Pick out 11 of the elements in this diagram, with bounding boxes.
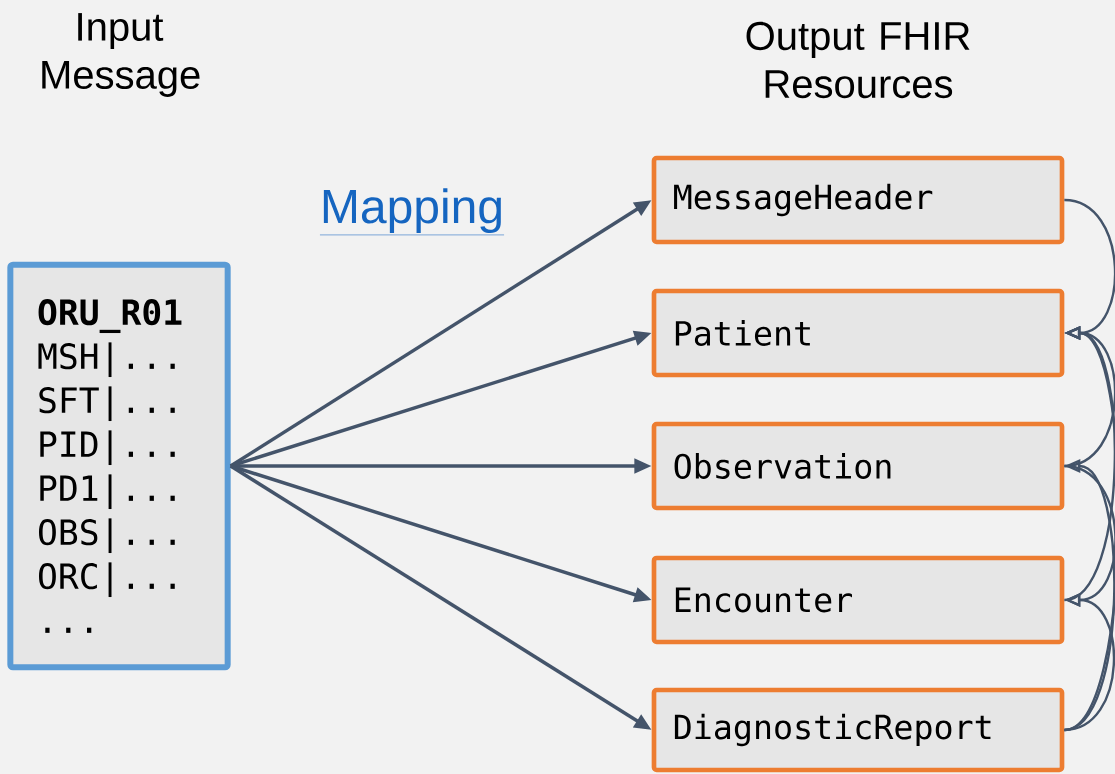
resource-box: DiagnosticReport — [651, 687, 1065, 773]
resource-box: Patient — [651, 288, 1065, 378]
resource-box: MessageHeader — [651, 155, 1065, 245]
resource-box: Encounter — [651, 555, 1065, 645]
link-text: Mapping — [319, 188, 505, 236]
arrow — [1064, 593, 1115, 732]
arrow — [1063, 459, 1115, 732]
column-heading: Input Message — [42, 13, 200, 97]
resource-box: Observation — [651, 421, 1065, 511]
message-box: ORU_R01 MSH|... SFT|... PID|... PD1|... OBS|... ORC|... ... — [7, 261, 231, 671]
column-heading: Output FHIR Resources — [746, 21, 970, 99]
